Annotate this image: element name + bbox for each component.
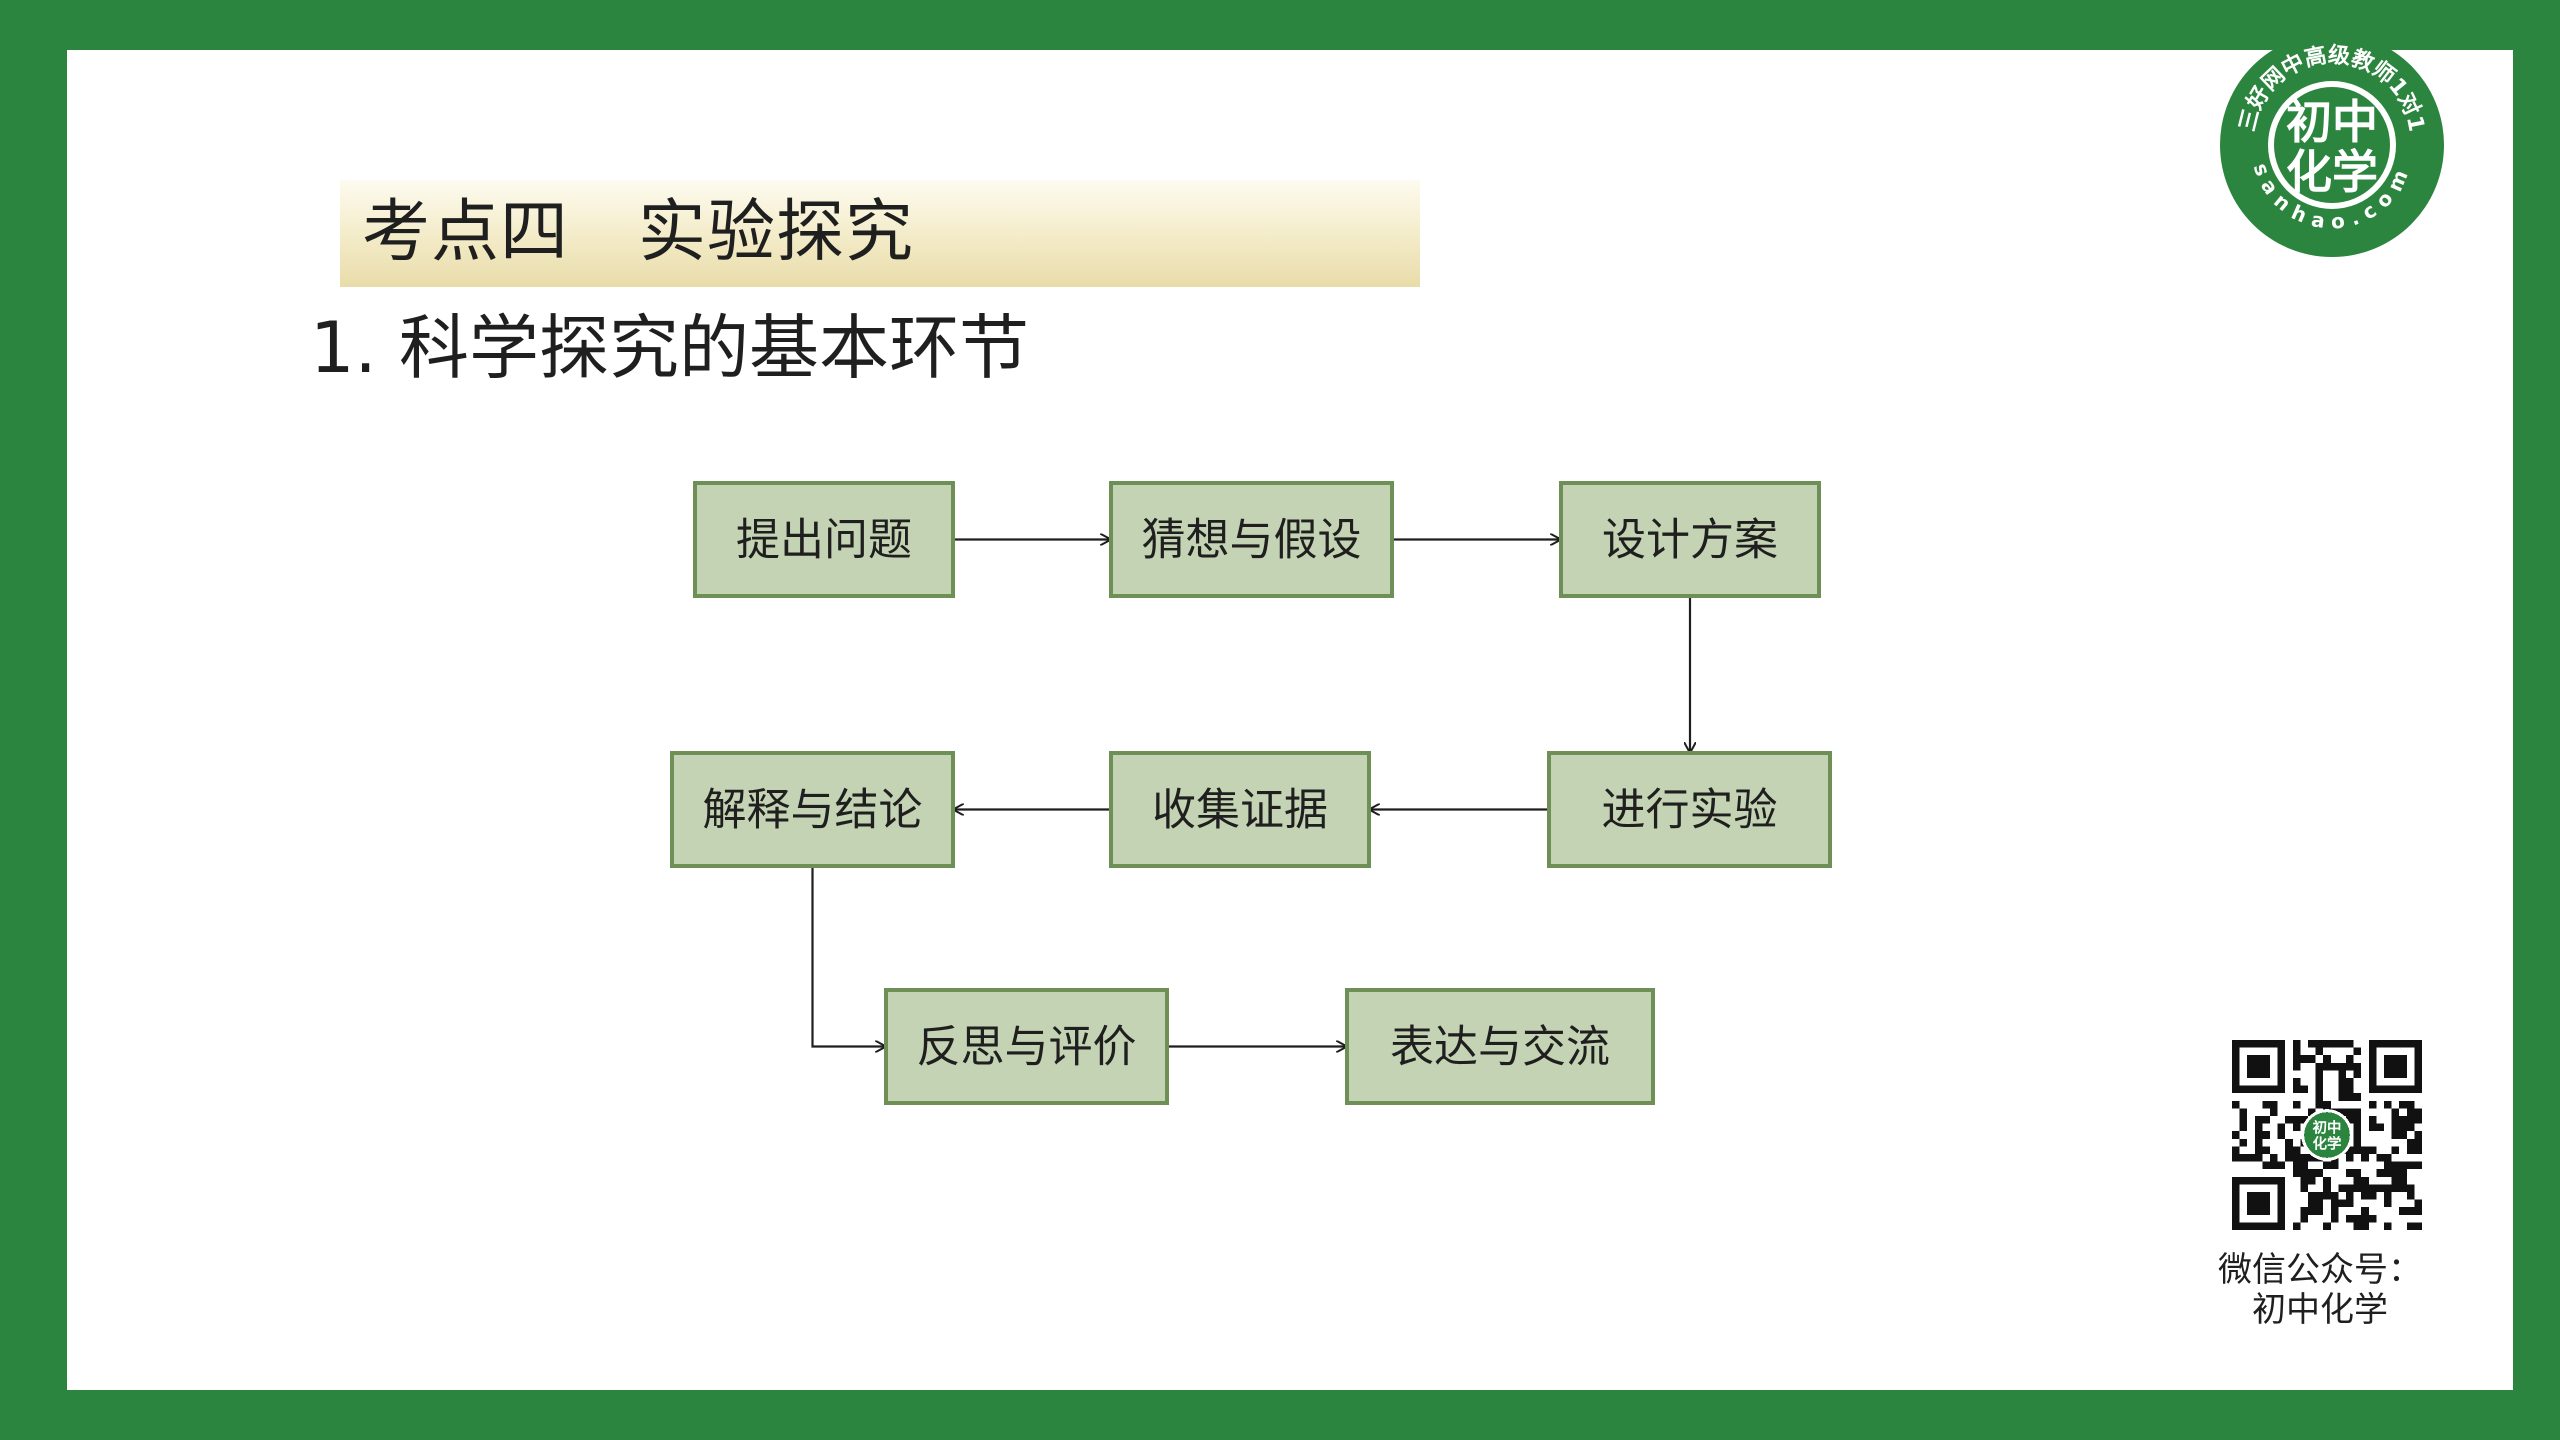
node-n3: 设计方案 xyxy=(1559,481,1821,598)
sanhao-logo-icon: 三好网中高级教师1对1 sanhao.com 初中 化学 xyxy=(2220,33,2444,257)
node-box xyxy=(1547,751,1832,868)
node-n2: 猜想与假设 xyxy=(1109,481,1394,598)
wechat-caption: 微信公众号： 初中化学 xyxy=(2200,1250,2440,1330)
wechat-line1: 微信公众号： xyxy=(2218,1250,2422,1290)
node-box xyxy=(1559,481,1821,598)
node-label: 设计方案 xyxy=(1602,515,1778,566)
node-label: 进行实验 xyxy=(1602,785,1778,836)
node-label: 猜想与假设 xyxy=(1142,515,1362,566)
edge-n6-n7 xyxy=(811,866,887,1047)
node-n5: 收集证据 xyxy=(1109,751,1371,868)
node-n7: 反思与评价 xyxy=(884,988,1169,1105)
node-label: 解释与结论 xyxy=(703,785,923,836)
node-box xyxy=(693,481,955,598)
wechat-qr-code-icon: 初中 化学 xyxy=(2232,1040,2422,1230)
flowchart-edges xyxy=(811,540,1691,1047)
node-box xyxy=(1109,751,1371,868)
logo-center-line2: 化学 xyxy=(2286,145,2378,199)
node-n1: 提出问题 xyxy=(693,481,955,598)
node-box xyxy=(670,751,955,868)
logo-center-line1: 初中 xyxy=(2286,95,2378,149)
qr-center-line1: 初中 xyxy=(2313,1119,2342,1137)
section-title: 考点四 实验探究 xyxy=(362,193,915,272)
node-box xyxy=(1109,481,1394,598)
node-label: 表达与交流 xyxy=(1390,1022,1610,1073)
node-box xyxy=(1345,988,1655,1105)
node-label: 提出问题 xyxy=(736,515,912,566)
section-banner: 考点四 实验探究 xyxy=(340,180,1420,287)
node-n8: 表达与交流 xyxy=(1345,988,1655,1105)
node-label: 收集证据 xyxy=(1152,785,1328,836)
node-label: 反思与评价 xyxy=(917,1022,1137,1073)
node-box xyxy=(884,988,1169,1105)
node-n4: 进行实验 xyxy=(1547,751,1832,868)
node-n6: 解释与结论 xyxy=(670,751,955,868)
wechat-line2: 初中化学 xyxy=(2252,1290,2388,1330)
subtitle: 1. 科学探究的基本环节 xyxy=(310,307,1030,389)
qr-center-line2: 化学 xyxy=(2313,1135,2342,1153)
